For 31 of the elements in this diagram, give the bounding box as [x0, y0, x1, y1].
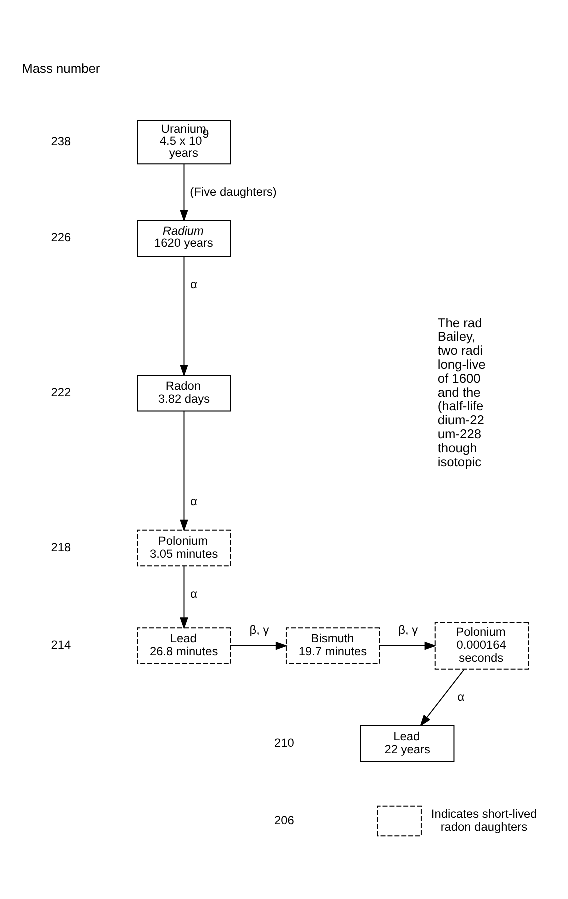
node-box: Radium 1620 years — [137, 220, 232, 256]
node-box: Lead 22 years — [360, 724, 455, 762]
label: 210 — [274, 735, 294, 750]
node-box: Radon 3.82 days — [137, 374, 232, 412]
node-box: Bismuth 19.7 minutes — [286, 627, 380, 664]
label: 222 — [51, 385, 72, 399]
arrow — [379, 641, 437, 650]
arrow — [420, 668, 465, 726]
label: 218 — [51, 540, 72, 554]
edge-label: β, γ — [250, 622, 270, 637]
edge-label: β, γ — [398, 622, 418, 637]
label: The rad Bailey, two radi long-live of 1600 and the (half-life dium-22 um-228 though isotopic — [438, 314, 486, 469]
arrow — [230, 641, 288, 650]
edge-label: α — [190, 586, 198, 600]
node-box: Polonium 0.000164 seconds — [434, 622, 530, 670]
arrow — [180, 410, 188, 532]
edge-label: (Five daughters) — [190, 184, 277, 198]
label: 226 — [51, 230, 72, 244]
label: Mass number — [22, 60, 100, 76]
label: 214 — [51, 638, 72, 652]
edge-label: α — [458, 690, 465, 704]
node-box: Polonium 3.05 minutes — [137, 529, 232, 566]
arrow — [180, 256, 188, 376]
legend-label: Indicates short-lived radon daughters — [431, 806, 538, 834]
node-box: Lead 26.8 minutes — [137, 627, 232, 664]
edge-label: α — [190, 494, 198, 508]
label: 238 — [51, 134, 72, 148]
arrow — [180, 163, 188, 222]
arrow — [180, 565, 188, 630]
label: 206 — [274, 812, 294, 827]
edge-label: α — [190, 276, 198, 291]
